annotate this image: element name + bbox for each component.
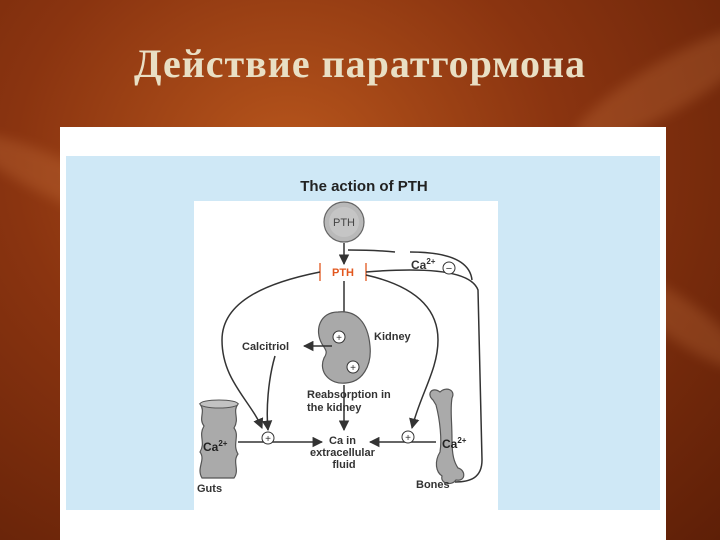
calcium-signal-label: Ca2+ [411,257,436,272]
reabsorption-label: Reabsorption in the kidney [307,389,394,414]
absorption-plus-sign [261,431,275,445]
bones-calcium-label: Ca2+ [442,436,467,451]
kidney-icon [317,311,371,384]
plus-sign: + [350,363,356,374]
kidney-plus-sign [346,360,360,374]
plus-sign: + [405,433,411,444]
parathyroid-gland-icon [323,201,365,243]
minus-sign: − [446,263,452,275]
kidney-label: Kidney [374,331,412,343]
calcitriol-label: Calcitriol [242,341,289,353]
bone-icon [429,388,465,485]
bones-label: Bones [416,479,450,491]
inhibition-sign [442,261,456,275]
plus-sign: + [336,333,342,344]
plus-sign: + [265,434,271,445]
guts-calcium-label: Ca2+ [203,439,228,454]
feedback-line-curve [409,251,473,281]
pth-loop-right [365,274,439,430]
pth-loop-left [221,271,321,429]
diagram-heading: The action of PTH [300,178,428,195]
feedback-line-top [347,249,396,253]
pth-level-label: PTH [332,267,354,279]
guts-icon [198,399,240,479]
feedback-line-right [365,269,483,483]
arrow-calcitriol-to-absorption [261,355,276,432]
slide-title: Действие паратгормона [133,41,587,86]
pth-gland-label: PTH [333,217,355,229]
resorption-plus-sign [401,430,415,444]
guts-label: Guts [197,483,222,495]
kidney-plus-sign [332,330,346,344]
ecf-label: Ca in extracellular fluid [310,435,378,471]
